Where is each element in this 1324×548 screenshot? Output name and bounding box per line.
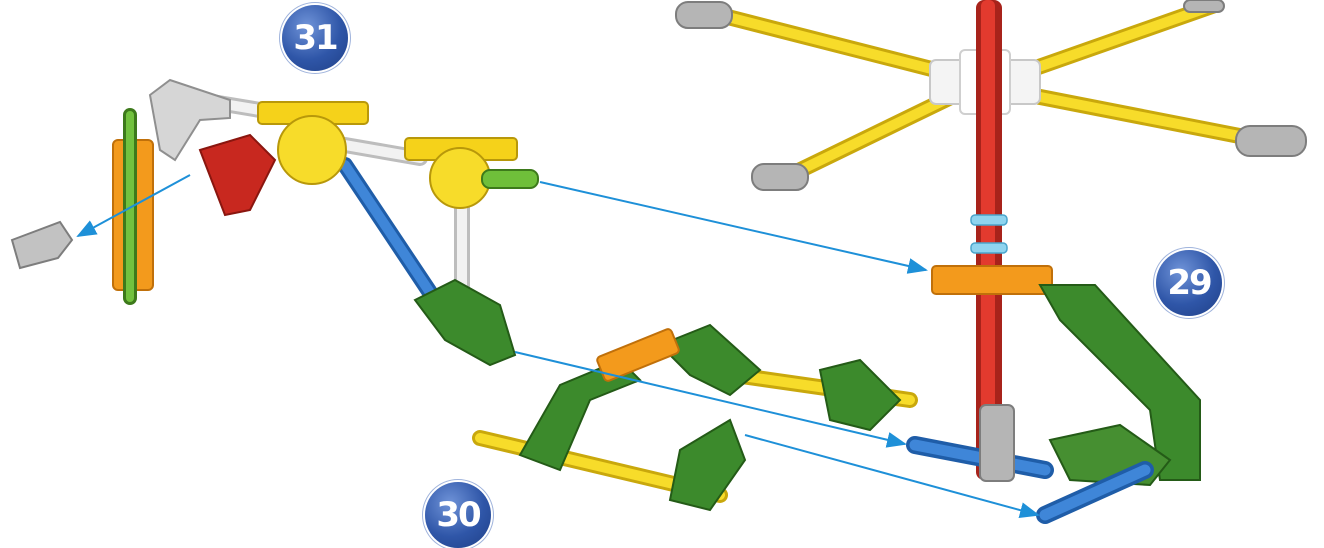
yellow-rod	[780, 95, 955, 180]
gray-end-connector	[1184, 0, 1224, 12]
green-connector	[670, 420, 745, 510]
red-connector	[200, 135, 275, 215]
green-connector	[820, 360, 900, 430]
step-number-badge: 30	[425, 482, 491, 548]
gray-end-connector	[676, 2, 732, 28]
gray-clip-connector	[980, 405, 1014, 481]
assembly-arrow	[540, 182, 926, 270]
step-31-assembly	[150, 80, 538, 365]
green-end-connector	[482, 170, 538, 188]
step-29-frame	[915, 266, 1200, 515]
yellow-rod	[1030, 95, 1260, 140]
step-number-badge: 31	[282, 5, 348, 71]
yellow-rod	[1030, 5, 1215, 70]
yellow-rod	[720, 15, 955, 75]
orange-connector	[932, 266, 1052, 294]
step-number-badge: 29	[1156, 250, 1222, 316]
step-30-frame	[480, 325, 910, 510]
gray-end-connector	[12, 222, 72, 268]
blue-rod	[345, 165, 435, 300]
gray-end-connector	[752, 164, 808, 190]
gray-end-connector	[1236, 126, 1306, 156]
green-connector	[415, 280, 515, 365]
